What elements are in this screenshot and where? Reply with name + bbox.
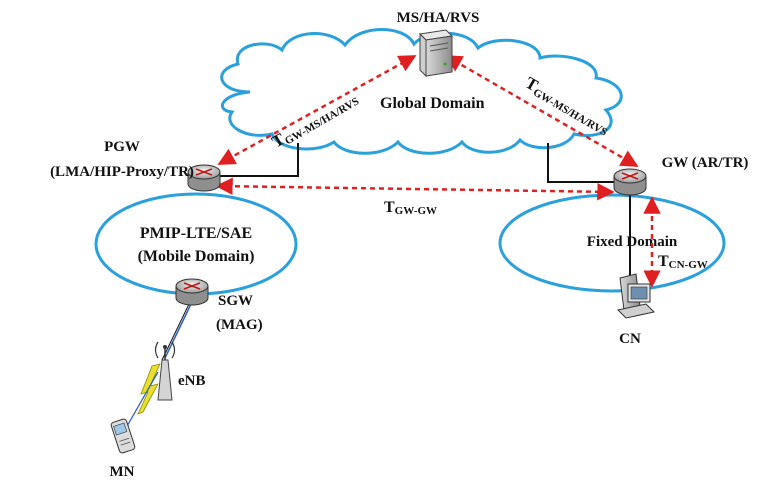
gw-label: GW (AR/TR) bbox=[662, 155, 749, 171]
mn-label: MN bbox=[110, 464, 135, 480]
enb-antenna-icon bbox=[154, 341, 176, 401]
sgw-sub-label: (MAG) bbox=[216, 317, 263, 333]
mobile-domain-label-2: (Mobile Domain) bbox=[138, 248, 255, 265]
t-pgw-ms-link bbox=[217, 54, 417, 166]
enb-label: eNB bbox=[178, 373, 206, 389]
t-gw-ms-link bbox=[444, 54, 639, 168]
t-cn-gw-label: TCN-GW bbox=[658, 253, 708, 271]
enb-mn-link bbox=[125, 371, 159, 429]
mobile-phone-icon bbox=[110, 418, 136, 454]
ms-label: MS/HA/RVS bbox=[397, 10, 480, 26]
sgw-label: SGW bbox=[218, 293, 253, 309]
fixed-domain-label: Fixed Domain bbox=[587, 234, 678, 250]
server-icon bbox=[418, 29, 454, 78]
gw-cloud-link bbox=[547, 143, 614, 183]
gw-router-icon bbox=[613, 168, 647, 196]
cn-label: CN bbox=[619, 331, 641, 347]
t-gw-gw-link bbox=[215, 177, 615, 201]
pgw-sub-label: (LMA/HIP-Proxy/TR) bbox=[50, 164, 194, 180]
sgw-enb-link bbox=[164, 301, 193, 359]
mobile-domain-label-1: PMIP-LTE/SAE bbox=[140, 225, 252, 242]
sgw-enb-link-2 bbox=[161, 301, 191, 361]
pgw-router-icon bbox=[187, 164, 221, 192]
t-gw-gw-label: TGW-GW bbox=[384, 199, 437, 217]
global-domain-label: Global Domain bbox=[380, 95, 485, 112]
computer-icon bbox=[616, 273, 656, 319]
sgw-router-icon bbox=[175, 278, 209, 306]
pgw-label: PGW bbox=[104, 139, 140, 155]
